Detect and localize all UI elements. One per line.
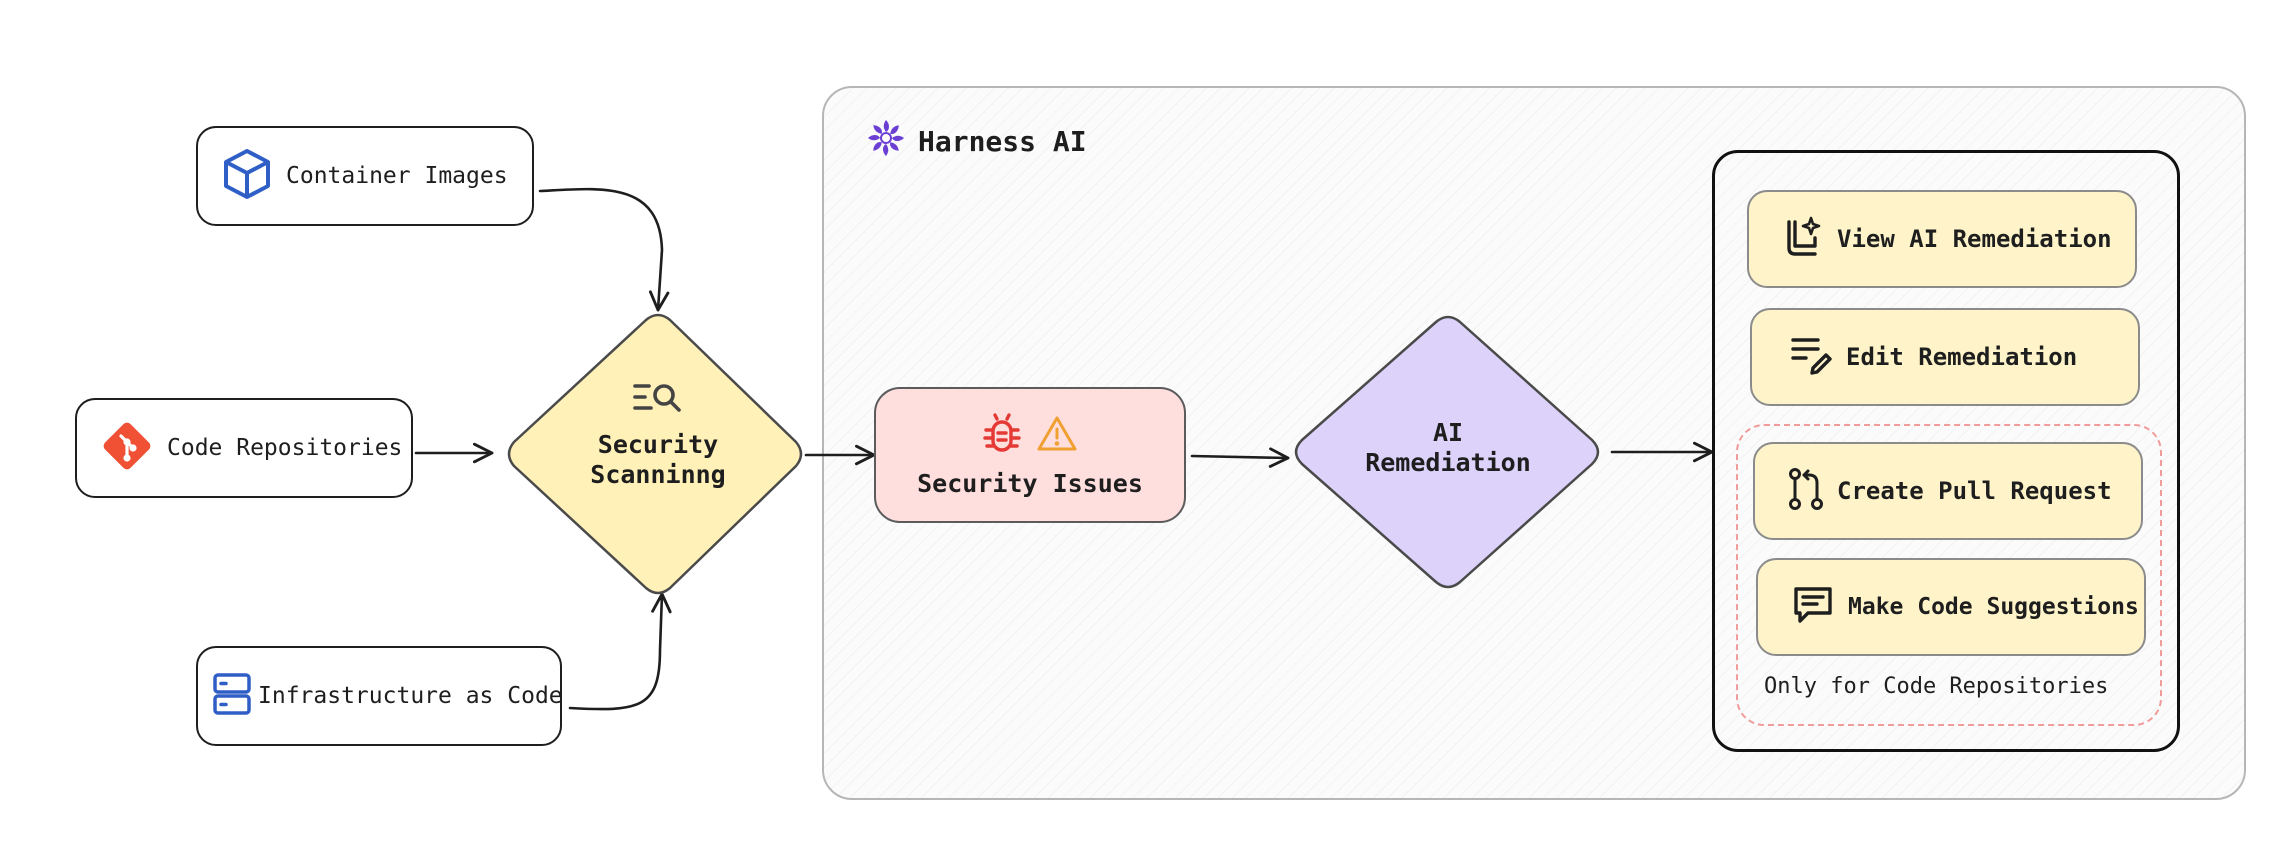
harness-ai-title: Harness AI [864,118,1087,164]
arrow-issues-to-remediation [1190,447,1290,468]
code-repositories-label: Code Repositories [167,435,403,461]
create-pull-request-label: Create Pull Request [1837,477,2112,505]
arrow-iac-to-scanning [568,592,672,711]
security-issues-node: Security Issues [874,387,1186,523]
infrastructure-as-code-node: Infrastructure as Code [196,646,563,746]
scan-search-icon [632,378,684,422]
arrow-container-to-scanning [538,187,670,312]
security-scanning-diamond [507,313,803,595]
code-repositories-only-group [1736,424,2162,726]
cube-icon [222,148,272,204]
edit-remediation-label: Edit Remediation [1846,343,2078,371]
container-images-node: Container Images [196,126,534,226]
ai-remediation-line2: Remediation [1365,448,1531,477]
code-only-note: Only for Code Repositories [1764,674,2109,699]
create-pull-request-action: Create Pull Request [1753,442,2143,540]
edit-remediation-action: Edit Remediation [1750,308,2140,406]
view-ai-remediation-action: View AI Remediation [1747,190,2137,288]
security-scanning-content: Security Scanninng [560,378,756,528]
ai-remediation-line1: AI [1432,418,1464,447]
view-ai-remediation-label: View AI Remediation [1837,225,2112,253]
security-scanning-line2: Scanninng [590,460,726,489]
pull-request-icon [1787,467,1825,515]
edit-lines-icon [1790,335,1834,379]
git-icon [99,418,155,478]
ai-remediation-content: AI Remediation [1338,418,1558,478]
comment-icon [1792,585,1834,629]
infrastructure-as-code-label: Infrastructure as Code [258,683,563,709]
make-code-suggestions-action: Make Code Suggestions [1756,558,2146,656]
warning-icon [1036,415,1078,457]
security-issues-label: Security Issues [917,468,1143,498]
harness-logo-icon [864,116,908,167]
security-scanning-line1: Security [597,430,719,459]
container-images-label: Container Images [286,163,508,189]
remediation-actions-group [1712,150,2180,752]
code-repositories-node: Code Repositories [75,398,413,498]
ai-document-icon [1783,216,1821,262]
ai-remediation-diamond [1294,315,1600,589]
make-code-suggestions-label: Make Code Suggestions [1848,594,2139,620]
bug-icon [982,412,1022,459]
server-icon [212,672,252,720]
panel-title-text: Harness AI [918,124,1087,158]
